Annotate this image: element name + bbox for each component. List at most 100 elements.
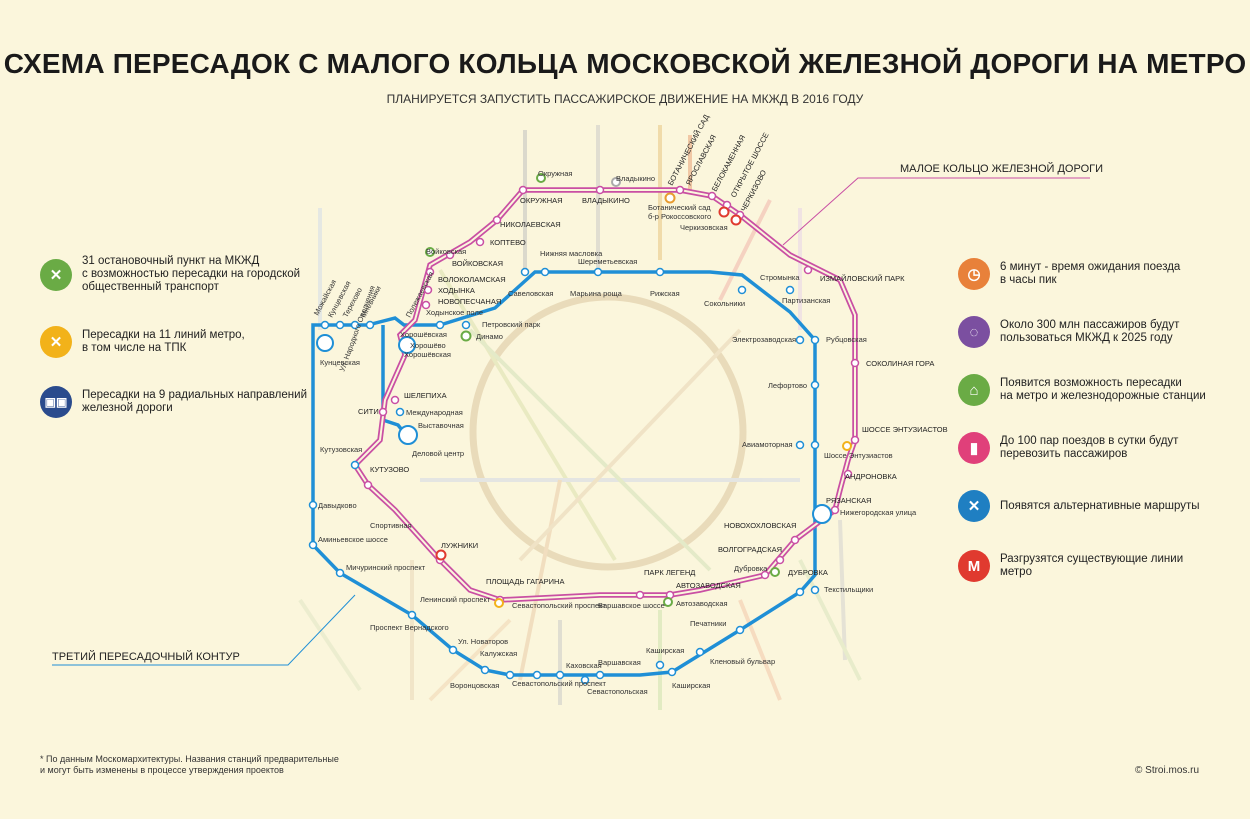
koltsevaya-line bbox=[469, 293, 747, 571]
svg-text:Авиамоторная: Авиамоторная bbox=[742, 440, 793, 449]
legend-text: перевозить пассажиров bbox=[1000, 448, 1128, 460]
page-subtitle: ПЛАНИРУЕТСЯ ЗАПУСТИТЬ ПАССАЖИРСКОЕ ДВИЖЕ… bbox=[386, 92, 864, 106]
legend-text: Пересадки на 9 радиальных направлений bbox=[82, 389, 307, 401]
svg-text:Шереметьевская: Шереметьевская bbox=[578, 257, 637, 266]
legend-text: железной дороги bbox=[82, 402, 173, 414]
svg-text:Севастопольский проспект: Севастопольский проспект bbox=[512, 679, 607, 688]
legend-text: с возможностью пересадки на городской bbox=[82, 268, 301, 280]
svg-text:Проспект Вернадского: Проспект Вернадского bbox=[370, 623, 449, 632]
legend-text: Появятся альтернативные маршруты bbox=[1000, 499, 1200, 512]
legend-text: 6 минут - время ожидания поезда bbox=[1000, 261, 1181, 273]
legend-item-railway-transfers: ▣▣ Пересадки на 9 радиальных направлений… bbox=[40, 386, 310, 418]
legend-text: Около 300 млн пассажиров будут bbox=[1000, 319, 1180, 331]
tpk-callout-line bbox=[52, 594, 356, 666]
svg-text:ХОДЫНКА: ХОДЫНКА bbox=[438, 286, 475, 295]
tpk-stations bbox=[308, 267, 820, 685]
legend-item-unload: M Разгрузятся существующие линии метро bbox=[958, 550, 1218, 582]
svg-text:Кутузовская: Кутузовская bbox=[320, 445, 362, 454]
metro-cross-icon: ✕ bbox=[40, 326, 72, 358]
svg-text:АВТОЗАВОДСКАЯ: АВТОЗАВОДСКАЯ bbox=[676, 581, 741, 590]
legend-text: в том числе на ТПК bbox=[82, 342, 187, 354]
footnote-line: и могут быть изменены в процессе утвержд… bbox=[40, 765, 284, 775]
mkzd-line bbox=[351, 187, 858, 603]
svg-text:ШЕЛЕПИХА: ШЕЛЕПИХА bbox=[404, 391, 447, 400]
svg-text:НОВОХОХЛОВСКАЯ: НОВОХОХЛОВСКАЯ bbox=[724, 521, 796, 530]
svg-text:Кленовый бульвар: Кленовый бульвар bbox=[710, 657, 775, 666]
svg-text:Окружная: Окружная bbox=[538, 169, 572, 178]
legend-text: Пересадки на 11 линий метро, bbox=[82, 329, 245, 341]
legend-text: общественный транспорт bbox=[82, 281, 219, 293]
legend-text: Появится возможность пересадки bbox=[1000, 377, 1182, 389]
svg-text:Каширская: Каширская bbox=[646, 646, 684, 655]
svg-text:Варшавская: Варшавская bbox=[598, 658, 641, 667]
svg-text:Хорошёвская: Хорошёвская bbox=[404, 350, 451, 359]
svg-text:Марьина роща: Марьина роща bbox=[570, 289, 623, 298]
svg-text:Черкизовская: Черкизовская bbox=[680, 223, 728, 232]
svg-text:Рижская: Рижская bbox=[650, 289, 680, 298]
svg-text:КУТУЗОВО: КУТУЗОВО bbox=[370, 465, 409, 474]
svg-text:Ходынское поле: Ходынское поле bbox=[426, 308, 483, 317]
svg-text:Печатники: Печатники bbox=[690, 619, 726, 628]
svg-text:Аминьевское шоссе: Аминьевское шоссе bbox=[318, 535, 388, 544]
svg-text:Воронцовская: Воронцовская bbox=[450, 681, 499, 690]
metro-logo-icon: M bbox=[958, 550, 990, 582]
svg-text:Рубцовская: Рубцовская bbox=[826, 335, 867, 344]
svg-text:ОКРУЖНАЯ: ОКРУЖНАЯ bbox=[520, 196, 563, 205]
svg-text:ПЛОЩАДЬ ГАГАРИНА: ПЛОЩАДЬ ГАГАРИНА bbox=[486, 577, 564, 586]
svg-text:б-р Рокоссовского: б-р Рокоссовского bbox=[648, 212, 711, 221]
svg-text:Кунцевская: Кунцевская bbox=[320, 358, 360, 367]
svg-text:Нижняя масловка: Нижняя масловка bbox=[540, 249, 603, 258]
svg-text:КОПТЕВО: КОПТЕВО bbox=[490, 238, 526, 247]
transfer-nodes bbox=[316, 334, 832, 524]
clock-icon: ◷ bbox=[958, 258, 990, 290]
legend-text: пользоваться МКЖД к 2025 году bbox=[1000, 332, 1173, 344]
svg-text:Давыдково: Давыдково bbox=[318, 501, 357, 510]
svg-text:Ул. Новаторов: Ул. Новаторов bbox=[458, 637, 508, 646]
svg-text:Международная: Международная bbox=[406, 408, 463, 417]
footnote-line: * По данным Москомархитектуры. Названия … bbox=[40, 754, 339, 764]
svg-text:ВОЛГОГРАДСКАЯ: ВОЛГОГРАДСКАЯ bbox=[718, 545, 782, 554]
rail-cross-icon: ✕ bbox=[40, 258, 72, 291]
color-accent-stations bbox=[425, 173, 852, 608]
svg-text:СОКОЛИНАЯ ГОРА: СОКОЛИНАЯ ГОРА bbox=[866, 359, 934, 368]
svg-text:Дубровка: Дубровка bbox=[734, 564, 768, 573]
svg-text:Севастопольская: Севастопольская bbox=[587, 687, 648, 696]
svg-text:ВОЛОКОЛАМСКАЯ: ВОЛОКОЛАМСКАЯ bbox=[438, 275, 506, 284]
route-icon: ✕ bbox=[958, 490, 990, 522]
svg-text:Савеловская: Савеловская bbox=[508, 289, 553, 298]
svg-text:ДУБРОВКА: ДУБРОВКА bbox=[788, 568, 828, 577]
svg-text:Текстильщики: Текстильщики bbox=[824, 585, 873, 594]
svg-text:Партизанская: Партизанская bbox=[782, 296, 830, 305]
svg-text:Ленинский проспект: Ленинский проспект bbox=[420, 595, 491, 604]
svg-text:ВОЙКОВСКАЯ: ВОЙКОВСКАЯ bbox=[452, 259, 503, 268]
svg-text:Севастопольский проспект: Севастопольский проспект bbox=[512, 601, 607, 610]
svg-text:Калужская: Калужская bbox=[480, 649, 517, 658]
svg-text:Владыкино: Владыкино bbox=[616, 174, 655, 183]
svg-text:Сокольники: Сокольники bbox=[704, 299, 745, 308]
legend-text: До 100 пар поездов в сутки будут bbox=[1000, 435, 1179, 447]
svg-text:ВЛАДЫКИНО: ВЛАДЫКИНО bbox=[582, 196, 630, 205]
mkzd-callout-line bbox=[782, 177, 1090, 246]
svg-text:РЯЗАНСКАЯ: РЯЗАНСКАЯ bbox=[826, 496, 871, 505]
svg-text:НОВОПЕСЧАНАЯ: НОВОПЕСЧАНАЯ bbox=[438, 297, 501, 306]
svg-text:АНДРОНОВКА: АНДРОНОВКА bbox=[845, 472, 897, 481]
legend-text: Разгрузятся существующие линии метро bbox=[1000, 553, 1184, 578]
svg-text:Динамо: Динамо bbox=[476, 332, 503, 341]
svg-text:Лефортово: Лефортово bbox=[768, 381, 807, 390]
svg-text:Деловой центр: Деловой центр bbox=[412, 449, 464, 458]
svg-text:Стромынка: Стромынка bbox=[760, 273, 800, 282]
svg-text:Электрозаводская: Электрозаводская bbox=[732, 335, 796, 344]
legend-text: в часы пик bbox=[1000, 274, 1057, 286]
svg-text:Хорошёвская: Хорошёвская bbox=[400, 330, 447, 339]
train-front-icon: ▮ bbox=[958, 432, 990, 464]
tpk-callout-label: ТРЕТИЙ ПЕРЕСАДОЧНЫЙ КОНТУР bbox=[52, 650, 240, 663]
mkzd-callout-label: МАЛОЕ КОЛЬЦО ЖЕЛЕЗНОЙ ДОРОГИ bbox=[900, 162, 1103, 175]
station-icon: ⌂ bbox=[958, 374, 990, 406]
svg-text:Спортивная: Спортивная bbox=[370, 521, 412, 530]
